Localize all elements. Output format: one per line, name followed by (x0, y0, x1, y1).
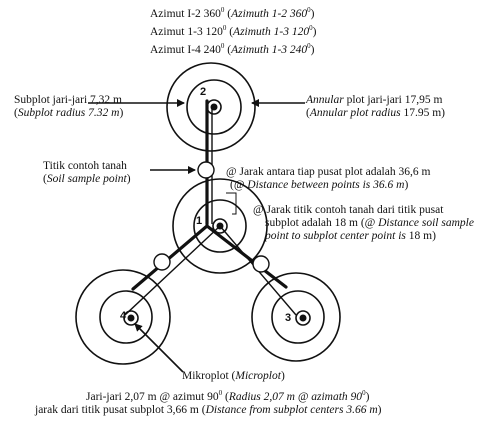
plot-number-3: 3 (285, 312, 292, 324)
microplot-center-4 (127, 314, 135, 322)
subplot-circle-4 (99, 290, 153, 344)
azimuth-line-2: Azimut 1-3 1200 (Azimuth 1-3 1200) (150, 24, 317, 38)
subplot-circle-3 (271, 290, 325, 344)
microplot-label: Mikroplot (Microplot) (182, 370, 285, 382)
annular-circle-2 (166, 62, 256, 152)
subplot-circle-1 (193, 199, 247, 253)
microplot-ring-4 (123, 310, 139, 326)
microplot-distance-note: jarak dari titik pusat subplot 3,66 m (D… (35, 404, 382, 416)
soil-distance-label: @ Jarak titik contoh tanah dari titik pu… (253, 204, 474, 242)
plot-2 (166, 62, 256, 152)
plot-number-2: 2 (200, 86, 207, 98)
soil-sample-label: Titik contoh tanah (Soil sample point) (43, 160, 131, 185)
subplot-circle-2 (186, 79, 242, 135)
annular-circle-1 (172, 178, 268, 274)
annular-circle-4 (75, 269, 171, 365)
microplot-ring-3 (295, 310, 311, 326)
plot-4 (75, 269, 171, 365)
annular-circle-3 (251, 272, 341, 362)
microplot-radius-note: Jari-jari 2,07 m @ azimut 900 (Radius 2,… (86, 389, 370, 403)
distance-label: @ Jarak antara tiap pusat plot adalah 36… (226, 166, 431, 191)
soil-sample-points (153, 161, 270, 273)
subplot-label: Subplot jari-jari 7,32 m (Subplot radius… (14, 94, 124, 119)
plot-number-4: 4 (120, 310, 127, 322)
annular-label: Annular plot jari-jari 17,95 m (Annular … (306, 94, 445, 119)
microplot-center-3 (299, 314, 307, 322)
distance-bracket (226, 192, 237, 215)
plot-3 (251, 272, 341, 362)
azimuth-line-1: Azimut I-2 3600 (Azimuth 1-2 3600) (150, 6, 315, 20)
microplot-ring-1 (212, 218, 228, 234)
microplot-arrow (134, 323, 184, 373)
plot-number-1: 1 (196, 215, 203, 227)
azimuth-line-3: Azimut I-4 2400 (Azimuth 1-3 2400) (150, 42, 315, 56)
annotation-arrows (88, 99, 305, 373)
